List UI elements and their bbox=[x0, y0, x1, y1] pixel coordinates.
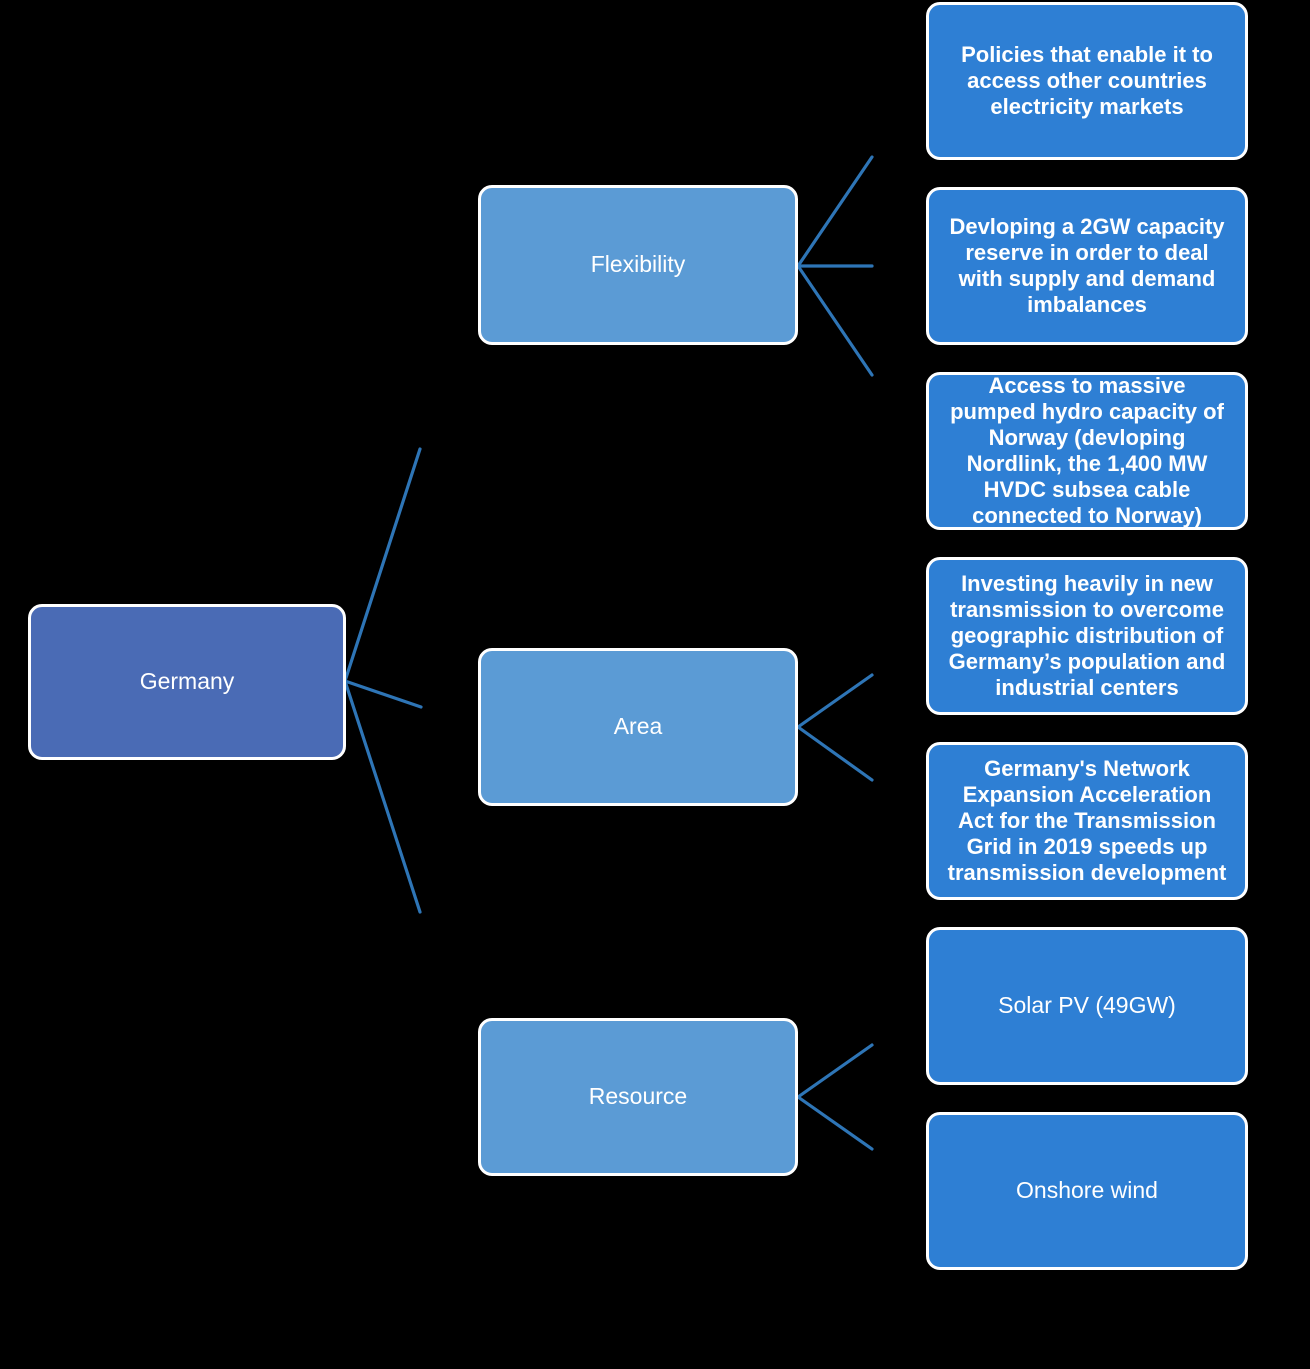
node-resource-leaf-solar-pv[interactable]: Solar PV (49GW) bbox=[926, 927, 1248, 1085]
connector-root-to-resource bbox=[343, 679, 422, 914]
connector-area-to-leaf-1 bbox=[796, 673, 874, 729]
node-area-leaf-transmission-investment-label: Investing heavily in new transmission to… bbox=[948, 571, 1226, 700]
node-resource[interactable]: Resource bbox=[478, 1018, 798, 1176]
connector-root-to-flexibility bbox=[343, 447, 422, 683]
node-flexibility[interactable]: Flexibility bbox=[478, 185, 798, 345]
node-flexibility-leaf-policies-label: Policies that enable it to access other … bbox=[961, 42, 1213, 119]
connector-root-to-area bbox=[343, 679, 423, 709]
node-resource-leaf-onshore-wind[interactable]: Onshore wind bbox=[926, 1112, 1248, 1270]
node-resource-leaf-solar-pv-label: Solar PV (49GW) bbox=[998, 992, 1176, 1019]
node-area-leaf-network-expansion-act-label: Germany's Network Expansion Acceleration… bbox=[947, 756, 1227, 885]
connector-resource-to-leaf-2 bbox=[796, 1095, 874, 1151]
node-area-label: Area bbox=[613, 713, 663, 740]
node-resource-leaf-onshore-wind-label: Onshore wind bbox=[1016, 1177, 1158, 1204]
node-area-leaf-network-expansion-act[interactable]: Germany's Network Expansion Acceleration… bbox=[926, 742, 1248, 900]
node-resource-label: Resource bbox=[588, 1083, 688, 1110]
node-flexibility-leaf-policies[interactable]: Policies that enable it to access other … bbox=[926, 2, 1248, 160]
node-area[interactable]: Area bbox=[478, 648, 798, 806]
connector-flexibility-to-leaf-1 bbox=[796, 155, 874, 268]
node-area-leaf-transmission-investment[interactable]: Investing heavily in new transmission to… bbox=[926, 557, 1248, 715]
node-flexibility-leaf-norway-hydro-label: Access to massive pumped hydro capacity … bbox=[950, 373, 1224, 528]
node-germany-label: Germany bbox=[139, 668, 235, 695]
node-flexibility-leaf-norway-hydro[interactable]: Access to massive pumped hydro capacity … bbox=[926, 372, 1248, 530]
node-flexibility-leaf-capacity-reserve-label: Devloping a 2GW capacity reserve in orde… bbox=[949, 214, 1225, 317]
connector-area-to-leaf-2 bbox=[796, 725, 874, 782]
node-flexibility-label: Flexibility bbox=[590, 251, 686, 278]
connector-flexibility-to-leaf-3 bbox=[796, 264, 874, 377]
node-germany[interactable]: Germany bbox=[28, 604, 346, 760]
connector-resource-to-leaf-1 bbox=[796, 1043, 874, 1099]
node-flexibility-leaf-capacity-reserve[interactable]: Devloping a 2GW capacity reserve in orde… bbox=[926, 187, 1248, 345]
